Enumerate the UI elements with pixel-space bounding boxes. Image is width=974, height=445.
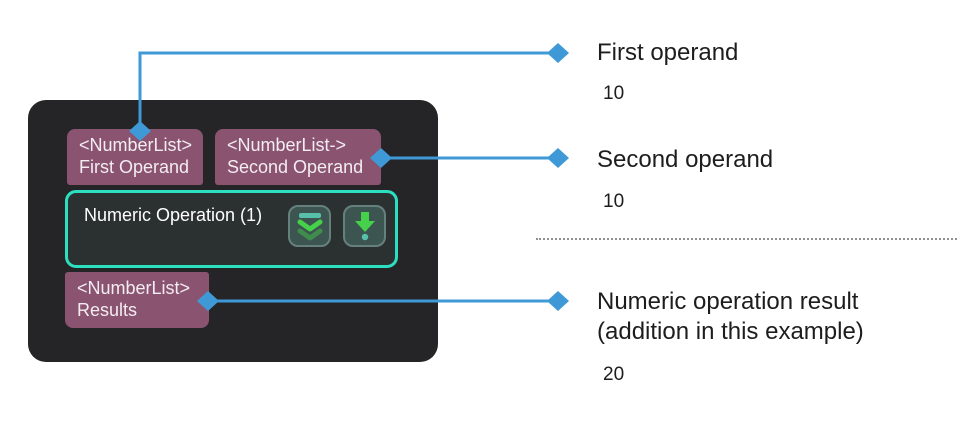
input-port-second-operand[interactable]: <NumberList-> Second Operand (215, 129, 381, 185)
annotation-title-result-line1: Numeric operation result (597, 288, 859, 315)
diamond-endpoint (547, 43, 569, 63)
double-chevron-down-icon (297, 213, 322, 241)
diamond-endpoint (547, 291, 569, 311)
annotation-title-result: Numeric operation result (addition in th… (597, 287, 864, 347)
collapse-button[interactable] (288, 205, 331, 247)
diamond-endpoint (547, 148, 569, 168)
operation-body[interactable]: Numeric Operation (1) (65, 190, 398, 268)
port-type: <NumberList-> (227, 135, 347, 155)
port-label: Second Operand (227, 157, 364, 177)
port-label: First Operand (79, 157, 190, 177)
input-port-first-operand[interactable]: <NumberList> First Operand (67, 129, 203, 185)
dotted-separator (536, 238, 957, 240)
port-type: <NumberList> (77, 278, 191, 298)
arrow-down-icon (354, 212, 375, 241)
annotation-title-result-line2: (addition in this example) (597, 318, 864, 345)
annotation-value-first-operand: 10 (603, 83, 625, 104)
annotation-title-first-operand: First operand (597, 39, 739, 66)
output-port-results[interactable]: <NumberList> Results (65, 272, 209, 328)
annotation-title-second-operand: Second operand (597, 146, 774, 173)
port-type: <NumberList> (79, 135, 193, 155)
annotation-value-result: 20 (603, 364, 625, 385)
port-label: Results (77, 300, 138, 320)
operation-title: Numeric Operation (1) (84, 205, 263, 225)
numeric-operation-node[interactable]: <NumberList> First Operand <NumberList->… (28, 100, 438, 362)
annotation-value-second-operand: 10 (603, 191, 625, 212)
arrow-down-button[interactable] (343, 205, 386, 247)
